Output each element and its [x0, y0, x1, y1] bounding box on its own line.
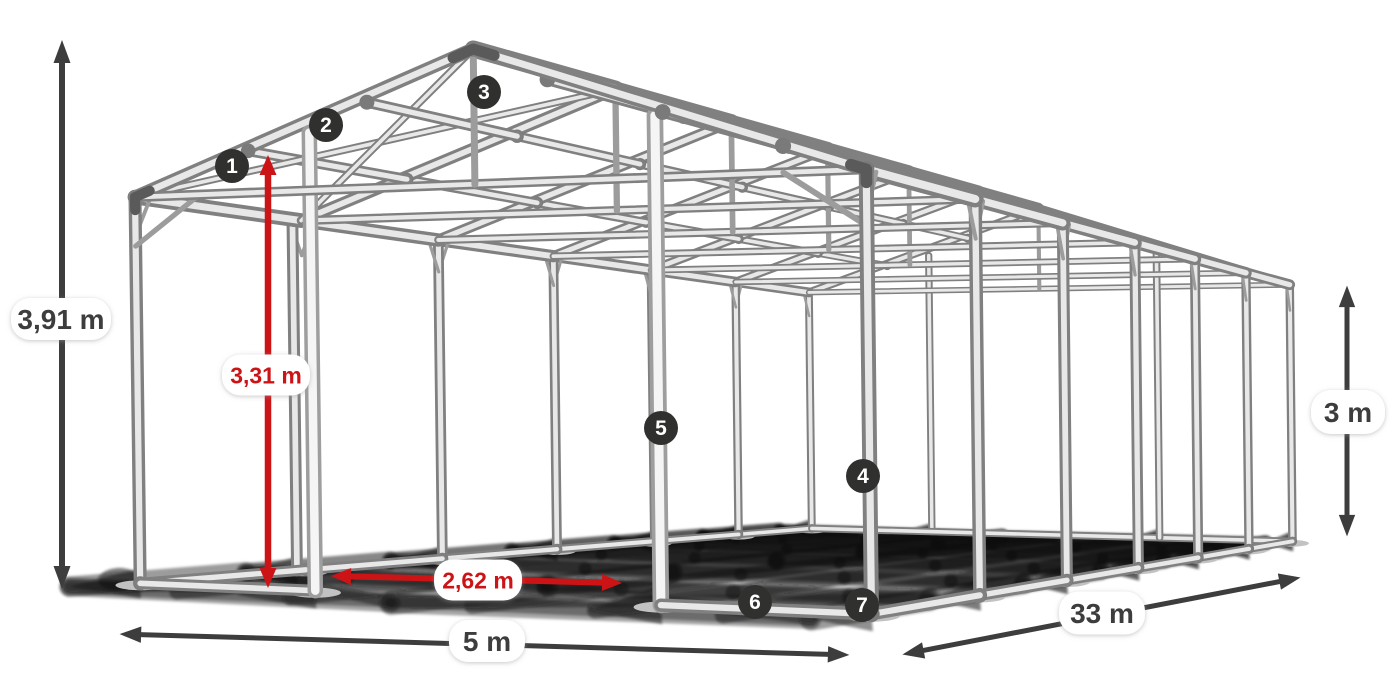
svg-text:3 m: 3 m — [1324, 397, 1372, 428]
svg-text:5: 5 — [655, 417, 667, 440]
svg-text:3: 3 — [478, 81, 490, 104]
svg-text:2: 2 — [320, 114, 332, 137]
svg-text:3,31 m: 3,31 m — [230, 362, 302, 388]
svg-text:1: 1 — [226, 155, 238, 178]
svg-text:3,91 m: 3,91 m — [17, 304, 104, 335]
svg-text:33 m: 33 m — [1070, 598, 1134, 629]
svg-text:6: 6 — [749, 591, 761, 614]
svg-text:2,62 m: 2,62 m — [442, 567, 514, 593]
svg-text:5 m: 5 m — [463, 626, 511, 657]
svg-text:4: 4 — [857, 465, 869, 488]
svg-text:7: 7 — [856, 594, 868, 617]
